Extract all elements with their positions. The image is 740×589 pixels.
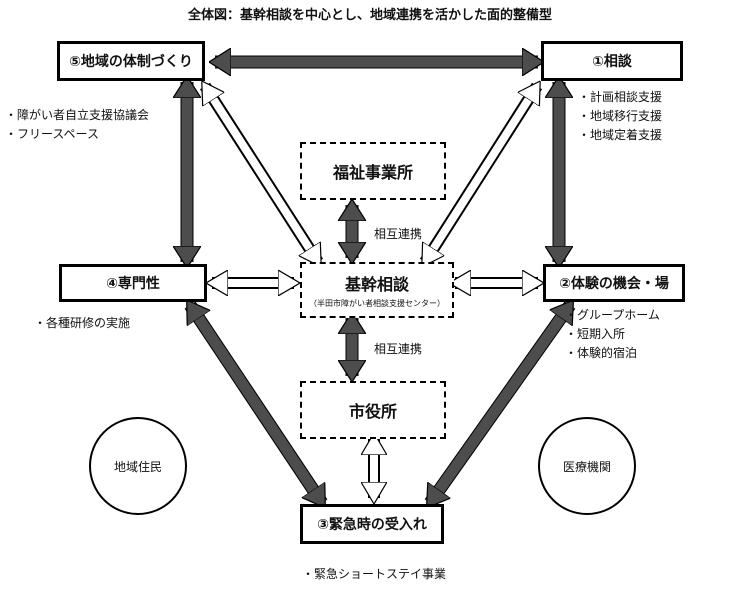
note-item: ・計画相談支援	[578, 90, 663, 104]
notes-kinkyu: ・緊急ショートステイ事業	[302, 565, 446, 584]
circle-residents: 地域住民	[89, 417, 187, 515]
box-kinkyu: ③緊急時の受入れ	[300, 504, 444, 544]
label-mutual-lower: 相互連携	[374, 342, 423, 356]
box-senmon: ④専門性	[59, 264, 207, 302]
kikan-subtitle: （半田市障がい者相談支援センター）	[309, 299, 445, 308]
arrow-senmon-kinkyu	[184, 305, 328, 503]
box-soudan: ①相談	[541, 41, 683, 81]
box-taiken: ②体験の機会・場	[543, 264, 685, 302]
arrow-taisei-kikan	[199, 86, 324, 262]
notes-senmon: ・各種研修の実施	[34, 314, 130, 333]
arrow-soudan-kikan	[419, 86, 543, 262]
box-taisei: ⑤地域の体制づくり	[57, 41, 205, 81]
circle-medical: 医療機関	[538, 417, 636, 515]
note-item: ・地域移行支援	[578, 109, 663, 123]
notes-soudan: ・計画相談支援 ・地域移行支援 ・地域定着支援	[578, 88, 662, 145]
note-item: ・各種研修の実施	[34, 316, 131, 330]
arrow-taiken-kinkyu	[424, 305, 576, 503]
kikan-title: 基幹相談	[344, 275, 409, 294]
box-shiyakusho: 市役所	[300, 381, 446, 439]
page-title: 全体図：基幹相談を中心とし、地域連携を活かした面的整備型	[187, 8, 552, 23]
label-mutual-upper: 相互連携	[374, 227, 423, 241]
note-item: ・緊急ショートステイ事業	[302, 567, 447, 581]
note-item: ・短期入所	[565, 327, 626, 341]
notes-taiken: ・グループホーム ・短期入所 ・体験的宿泊	[565, 306, 660, 363]
note-item: ・グループホーム	[565, 308, 660, 322]
note-item: ・地域定着支援	[578, 128, 663, 142]
box-kikan: 基幹相談 （半田市障がい者相談支援センター）	[300, 262, 454, 318]
note-item: ・体験的宿泊	[565, 346, 638, 360]
notes-taisei: ・障がい者自立支援協議会 ・フリースペース	[5, 106, 149, 144]
note-item: ・フリースペース	[5, 127, 99, 141]
note-item: ・障がい者自立支援協議会	[5, 108, 150, 122]
box-fukushi: 福祉事業所	[300, 142, 446, 200]
